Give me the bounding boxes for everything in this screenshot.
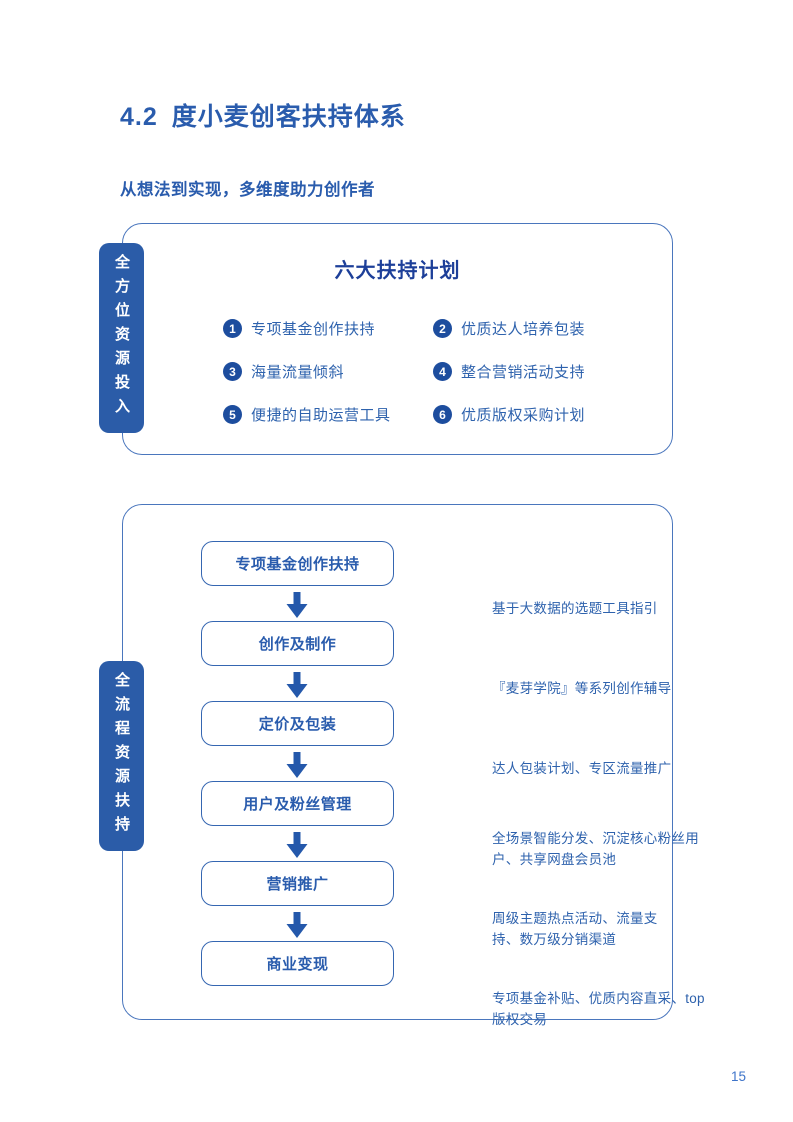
plan-item: 1 专项基金创作扶持: [223, 307, 433, 350]
flow-step: 创作及制作 『麦芽学院』等系列创作辅导: [201, 621, 671, 696]
plan-item: 3 海量流量倾斜: [223, 350, 433, 393]
flow-step-box: 创作及制作: [201, 621, 394, 666]
flow-step: 用户及粉丝管理 全场景智能分发、沉淀核心粉丝用 户、共享网盘会员池: [201, 781, 699, 867]
flow-step: 定价及包装 达人包装计划、专区流量推广: [201, 701, 671, 776]
side-tab-label: 全流程资源扶持: [113, 672, 130, 840]
page-number: 15: [731, 1069, 747, 1084]
page-title: 4.2 度小麦创客扶持体系: [120, 97, 406, 133]
flow-step-box: 用户及粉丝管理: [201, 781, 394, 826]
plan-item-label: 整合营销活动支持: [461, 364, 586, 381]
flow-step: 专项基金创作扶持 基于大数据的选题工具指引: [201, 541, 657, 616]
flow-step-box: 商业变现: [201, 941, 394, 986]
flow-step-description: 全场景智能分发、沉淀核心粉丝用 户、共享网盘会员池: [492, 830, 699, 867]
plan-item: 2 优质达人培养包装: [433, 307, 663, 350]
number-badge: 1: [223, 319, 242, 338]
down-arrow-icon: [286, 912, 308, 938]
plan-item: 5 便捷的自助运营工具: [223, 393, 433, 436]
plan-item-label: 优质达人培养包装: [461, 321, 586, 338]
number-badge: 3: [223, 362, 242, 381]
plan-item-label: 专项基金创作扶持: [251, 321, 376, 338]
flow-step-description: 周级主题热点活动、流量支 持、数万级分销渠道: [492, 910, 658, 947]
plan-item-label: 优质版权采购计划: [461, 407, 586, 424]
down-arrow-icon: [286, 672, 308, 698]
side-tab-full-process: 全流程资源扶持: [99, 661, 144, 851]
number-badge: 5: [223, 405, 242, 424]
down-arrow-icon: [286, 832, 308, 858]
number-badge: 2: [433, 319, 452, 338]
flow-step-box: 营销推广: [201, 861, 394, 906]
flow-step: 营销推广 周级主题热点活动、流量支 持、数万级分销渠道: [201, 861, 657, 947]
section-number: 4.2: [120, 103, 158, 131]
flow-step-box: 专项基金创作扶持: [201, 541, 394, 586]
support-plans-grid: 1 专项基金创作扶持 2 优质达人培养包装 3 海量流量倾斜 4 整合营销活动支…: [223, 307, 663, 436]
number-badge: 6: [433, 405, 452, 424]
plan-item-label: 便捷的自助运营工具: [251, 407, 391, 424]
flow-step-description: 基于大数据的选题工具指引: [492, 601, 658, 616]
flow-step-description: 达人包装计划、专区流量推广: [492, 761, 672, 776]
down-arrow-icon: [286, 592, 308, 618]
flow-step-description: 专项基金补贴、优质内容直采、top 版权交易: [492, 990, 705, 1027]
plan-item: 6 优质版权采购计划: [433, 393, 663, 436]
page-subtitle: 从想法到实现，多维度助力创作者: [120, 181, 375, 199]
support-plans-panel: 六大扶持计划 1 专项基金创作扶持 2 优质达人培养包装 3 海量流量倾斜 4 …: [122, 223, 673, 455]
section-title-text: 度小麦创客扶持体系: [171, 103, 406, 131]
plan-item: 4 整合营销活动支持: [433, 350, 663, 393]
down-arrow-icon: [286, 752, 308, 778]
flow-step-description: 『麦芽学院』等系列创作辅导: [492, 681, 672, 696]
flow-step: 商业变现 专项基金补贴、优质内容直采、top 版权交易: [201, 941, 705, 1027]
number-badge: 4: [433, 362, 452, 381]
plan-item-label: 海量流量倾斜: [251, 364, 345, 381]
flow-step-box: 定价及包装: [201, 701, 394, 746]
process-flow-panel: 专项基金创作扶持 基于大数据的选题工具指引 创作及制作 『麦芽学院』等系列创作辅…: [122, 504, 705, 1027]
side-tab-label: 全方位资源投入: [113, 254, 130, 422]
side-tab-all-resources: 全方位资源投入: [99, 243, 144, 433]
support-plans-title: 六大扶持计划: [334, 260, 461, 282]
